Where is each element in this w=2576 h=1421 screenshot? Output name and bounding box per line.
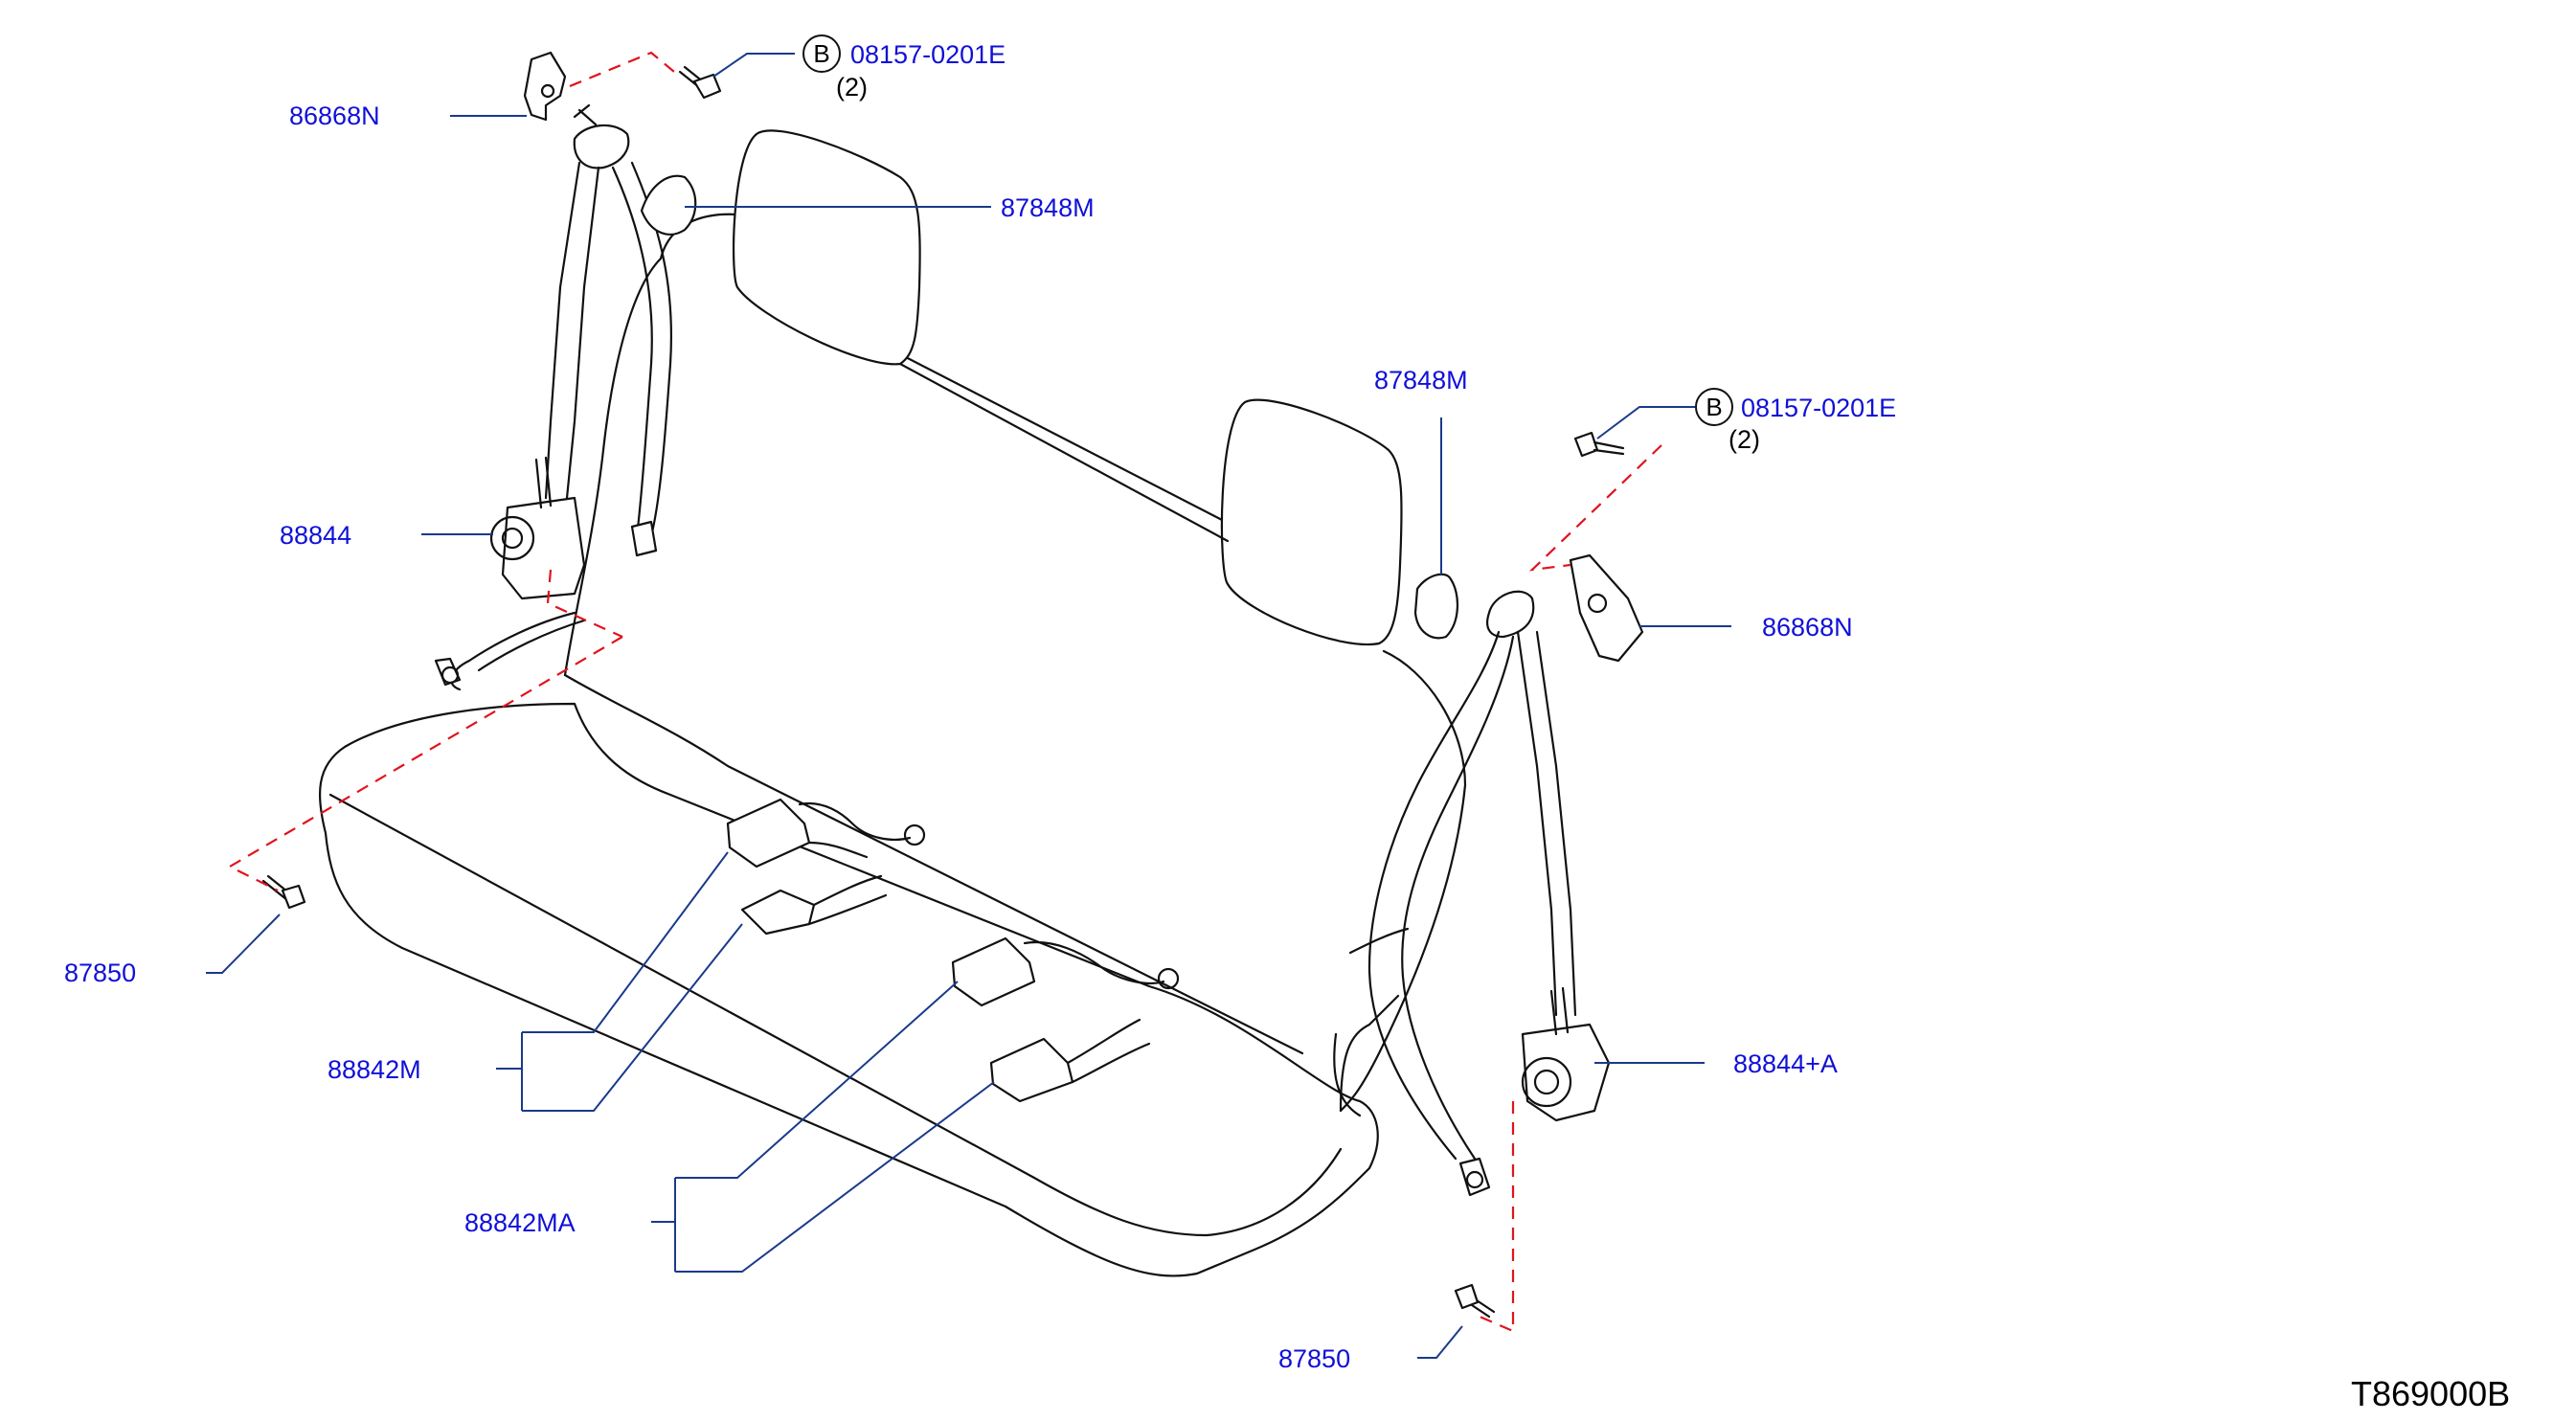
label-bolt-right[interactable]: 08157-0201E [1741, 394, 1896, 422]
leader-buckle-rear-bracket [651, 981, 995, 1273]
symbol-b-right-circle [1695, 388, 1733, 426]
d-ring-right [1486, 590, 1535, 639]
buckle-88842ma-a [951, 936, 1036, 1007]
webbing-right-rear [1516, 630, 1577, 1017]
leader-bolt-right [1596, 406, 1695, 440]
seatback-guide-left [640, 174, 697, 236]
bolt-08157-left [678, 65, 722, 100]
leader-lower-bolt-right [1417, 1325, 1463, 1359]
lower-anchor-strap-left [450, 611, 586, 691]
dash-right-upper [1528, 444, 1662, 572]
part-labels: 86868N 08157-0201E (2) 87848M 88844 8785… [64, 40, 1896, 1373]
dash-left-retractor [546, 569, 623, 639]
seat-cushion-top-seam [563, 673, 1304, 1055]
buckle-88842ma-b [989, 1037, 1074, 1103]
belt-loop-right [1348, 927, 1410, 955]
anchor-stud-left [573, 103, 598, 126]
seatback-right-side [1339, 649, 1467, 1113]
label-upper-anchor-right[interactable]: 86868N [1762, 613, 1853, 642]
rear-seat-illustration [318, 129, 1467, 1277]
dash-left-lower [227, 636, 623, 891]
seatback-bolster [1333, 1032, 1362, 1117]
dash-left-upper [569, 51, 681, 88]
label-guide-right[interactable]: 87848M [1374, 366, 1468, 395]
buckle-88842m-b [740, 889, 816, 936]
retractor-right-body [1521, 1023, 1611, 1122]
seat-cushion-front-edge [328, 793, 1343, 1237]
leader-buckle-front-bracket [496, 851, 743, 1112]
bolt-87850-right [1454, 1283, 1496, 1319]
seatback-guide-right [1413, 573, 1459, 640]
right-belt-assembly [1348, 553, 1644, 1197]
bolts [261, 65, 1625, 1319]
label-buckle-front[interactable]: 88842M [328, 1055, 421, 1084]
leader-lower-bolt-left [206, 914, 281, 974]
upper-anchor-right-bracket [1569, 553, 1644, 663]
label-bolt-left[interactable]: 08157-0201E [850, 40, 1006, 69]
retractor-left-body [501, 496, 586, 600]
leader-bolt-left [712, 53, 795, 78]
seat-cushion [318, 702, 1379, 1277]
symbol-b-left-circle [802, 34, 841, 73]
buckle-88842ma-strap [1023, 940, 1165, 984]
label-retractor-right[interactable]: 88844+A [1733, 1049, 1838, 1078]
label-bolt-left-qty: (2) [836, 73, 868, 102]
bolt-symbols: B B [802, 34, 1733, 426]
lower-anchor-right [1458, 1157, 1491, 1197]
label-lower-bolt-right[interactable]: 87850 [1278, 1344, 1350, 1373]
buckle-88842m-strap [798, 801, 912, 859]
d-ring-left [573, 124, 630, 169]
buckle-assemblies [726, 798, 1180, 1103]
buckle-88842m-a [726, 798, 811, 868]
seatback-top-line [898, 362, 1230, 543]
label-retractor-left[interactable]: 88844 [280, 521, 351, 550]
diagram-code: T869000B [2351, 1374, 2510, 1413]
headrest-left [732, 129, 921, 366]
bolt-08157-right [1573, 431, 1625, 458]
label-buckle-rear[interactable]: 88842MA [464, 1208, 576, 1237]
label-lower-bolt-left[interactable]: 87850 [64, 959, 136, 987]
leader-lines [206, 53, 1731, 1359]
dash-right-lower [1479, 1101, 1515, 1333]
symbol-b-left: B [813, 39, 829, 68]
label-upper-anchor-left[interactable]: 86868N [289, 102, 380, 130]
left-belt-assembly [434, 51, 697, 691]
headrest-right [1220, 398, 1403, 646]
label-guide-left[interactable]: 87848M [1001, 193, 1095, 222]
label-bolt-right-qty: (2) [1729, 425, 1760, 454]
symbol-b-right: B [1706, 393, 1722, 421]
webbing-right-shoulder [1367, 630, 1515, 1161]
seatback-lower-seam [1339, 994, 1400, 1113]
retractor-left-buckle [630, 520, 658, 557]
webbing-left-shoulder [544, 161, 600, 500]
dashed-reference-lines [227, 51, 1662, 1333]
seatback-left-side [563, 257, 663, 677]
bolt-87850-left [261, 874, 306, 910]
